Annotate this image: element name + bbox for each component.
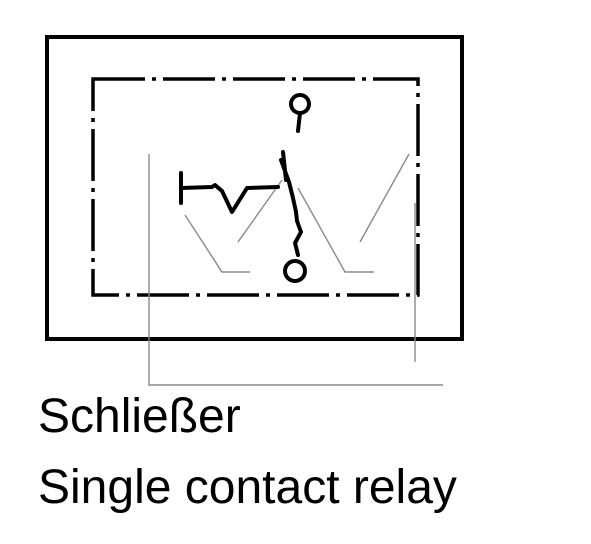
inner-dashdot-enclosure: [91, 77, 420, 297]
caption-english: Single contact relay: [38, 461, 457, 514]
bottom-terminal-circle: [283, 259, 307, 283]
leader-line-hatch-4: [359, 153, 410, 243]
leader-line-left-bracket: [148, 154, 443, 386]
leader-line-hatch-1: [184, 214, 250, 273]
leader-lines: [148, 153, 443, 386]
outer-housing-frame: [45, 35, 464, 341]
actuator-line: [179, 183, 280, 214]
leader-line-hatch-3: [297, 187, 374, 273]
switch-arm: [279, 158, 303, 257]
top-terminal-circle: [289, 93, 311, 115]
contact-symbol: [179, 93, 311, 283]
leader-line-hatch-2: [237, 179, 283, 243]
top-terminal-lead: [296, 111, 302, 133]
caption-german: Schließer: [38, 390, 241, 443]
